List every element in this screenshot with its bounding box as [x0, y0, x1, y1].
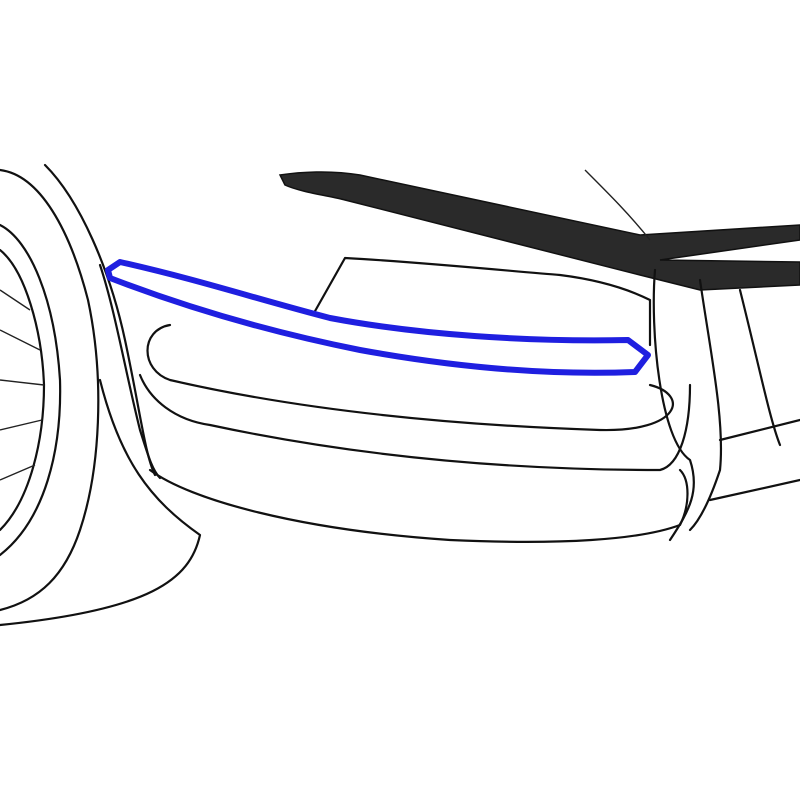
lower-body-line-2 [708, 478, 800, 502]
fender-edge [98, 263, 162, 480]
bumper-mid-edge [138, 373, 692, 472]
fender-lower [0, 378, 202, 627]
spoke-1 [0, 329, 41, 351]
hood-dark-band [278, 171, 800, 291]
bumper-groove [146, 323, 674, 432]
corner-pillar-2 [688, 278, 723, 532]
bumper [138, 256, 800, 543]
bumper-upper-face [308, 256, 652, 347]
hood-crease [584, 169, 651, 241]
spoke-5 [0, 289, 31, 311]
highlighted-trim-strip [105, 259, 651, 376]
lower-body-line [718, 418, 800, 442]
spoke-3 [0, 419, 43, 431]
bumper-bottom [148, 468, 689, 543]
spoke-2 [0, 379, 45, 386]
corner-pillar [652, 268, 695, 542]
tire-outer [0, 168, 100, 612]
hood-band [278, 169, 800, 291]
rim-outer [0, 223, 62, 557]
rim-inner [0, 248, 46, 532]
spoke-4 [0, 464, 36, 481]
grille-line [738, 288, 782, 447]
fender [0, 163, 202, 627]
wheel [0, 168, 100, 612]
